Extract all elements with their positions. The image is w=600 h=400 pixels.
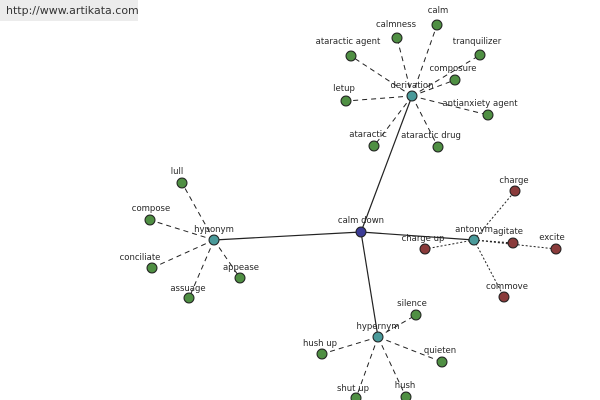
relation-label-hyponym: hyponym bbox=[194, 225, 234, 235]
term-node-quieten[interactable] bbox=[436, 356, 448, 368]
edge-hypernym-quieten bbox=[377, 336, 443, 363]
term-node-ataractic-drug[interactable] bbox=[432, 141, 444, 153]
term-label-compose: compose bbox=[132, 204, 170, 214]
edge-antonym-charge-up bbox=[424, 239, 475, 250]
edge-hypernym-hush bbox=[377, 336, 407, 398]
term-node-letup[interactable] bbox=[340, 95, 352, 107]
edge-hypernym-silence bbox=[377, 314, 417, 338]
term-label-ataractic: ataractic bbox=[349, 130, 387, 140]
root-node[interactable] bbox=[355, 226, 367, 238]
term-node-ataractic[interactable] bbox=[368, 140, 380, 152]
term-label-quieten: quieten bbox=[424, 346, 456, 356]
term-label-charge-up: charge up bbox=[402, 234, 445, 244]
edge-derivation-tranquilizer bbox=[411, 54, 481, 97]
edge-derivation-ataractic-agent bbox=[350, 55, 413, 97]
edge-derivation-calm bbox=[411, 24, 438, 97]
edge-root-derivation bbox=[360, 95, 413, 233]
term-label-commove: commove bbox=[486, 282, 528, 292]
edge-hyponym-compose bbox=[149, 219, 215, 241]
edge-hypernym-hush-up bbox=[321, 336, 379, 355]
term-label-letup: letup bbox=[333, 84, 355, 94]
term-node-commove[interactable] bbox=[498, 291, 510, 303]
term-label-composure: composure bbox=[429, 64, 476, 74]
term-node-charge-up[interactable] bbox=[419, 243, 431, 255]
term-label-charge: charge bbox=[499, 176, 528, 186]
term-node-conciliate[interactable] bbox=[146, 262, 158, 274]
relation-node-derivation[interactable] bbox=[406, 90, 418, 102]
relation-label-antonym: antonym bbox=[455, 225, 493, 235]
edge-derivation-ataractic-drug bbox=[411, 95, 439, 148]
relation-label-hypernym: hypernym bbox=[356, 322, 399, 332]
edge-antonym-charge bbox=[473, 190, 516, 241]
edge-derivation-antianxiety-agent bbox=[411, 95, 489, 116]
term-node-composure[interactable] bbox=[449, 74, 461, 86]
term-node-ataractic-agent[interactable] bbox=[345, 50, 357, 62]
term-label-antianxiety-agent: antianxiety agent bbox=[442, 99, 518, 109]
term-label-appease: appease bbox=[223, 263, 259, 273]
edge-hyponym-assuage bbox=[188, 239, 215, 299]
term-label-ataractic-agent: ataractic agent bbox=[316, 37, 381, 47]
term-node-silence[interactable] bbox=[410, 309, 422, 321]
term-node-appease[interactable] bbox=[234, 272, 246, 284]
edge-hyponym-appease bbox=[213, 239, 241, 279]
term-node-compose[interactable] bbox=[144, 214, 156, 226]
term-label-excite: excite bbox=[539, 233, 565, 243]
term-node-hush-up[interactable] bbox=[316, 348, 328, 360]
term-node-hush[interactable] bbox=[400, 391, 412, 400]
term-label-shut-up: shut up bbox=[337, 384, 369, 394]
term-node-assuage[interactable] bbox=[183, 292, 195, 304]
term-node-excite[interactable] bbox=[550, 243, 562, 255]
edge-root-hyponym bbox=[213, 231, 362, 241]
root-label: calm down bbox=[338, 216, 384, 226]
term-label-ataractic-drug: ataractic drug bbox=[401, 131, 461, 141]
term-label-calmness: calmness bbox=[376, 20, 417, 30]
relation-node-hyponym[interactable] bbox=[208, 234, 220, 246]
term-label-agitate: agitate bbox=[493, 227, 523, 237]
relation-node-hypernym[interactable] bbox=[372, 331, 384, 343]
term-node-lull[interactable] bbox=[176, 177, 188, 189]
term-node-agitate[interactable] bbox=[507, 237, 519, 249]
edge-antonym-commove bbox=[473, 239, 505, 298]
relation-node-antonym[interactable] bbox=[468, 234, 480, 246]
edge-hypernym-shut-up bbox=[355, 336, 379, 399]
relation-label-derivation: derivation bbox=[390, 81, 433, 91]
term-node-antianxiety-agent[interactable] bbox=[482, 109, 494, 121]
term-label-calm: calm bbox=[428, 6, 449, 16]
edge-derivation-composure bbox=[411, 79, 456, 97]
edge-root-hypernym bbox=[360, 231, 379, 338]
term-label-conciliate: conciliate bbox=[120, 253, 161, 263]
edge-root-antonym bbox=[360, 231, 475, 241]
term-label-lull: lull bbox=[171, 167, 183, 177]
term-label-hush: hush bbox=[395, 381, 416, 391]
term-label-silence: silence bbox=[397, 299, 427, 309]
graph-nodes bbox=[144, 19, 562, 400]
term-label-hush-up: hush up bbox=[303, 339, 337, 349]
edge-antonym-agitate bbox=[473, 239, 514, 244]
edge-hyponym-conciliate bbox=[151, 239, 215, 269]
term-node-calmness[interactable] bbox=[391, 32, 403, 44]
source-url-label: http://www.artikata.com bbox=[0, 0, 139, 21]
edge-derivation-letup bbox=[345, 95, 413, 102]
term-node-calm[interactable] bbox=[431, 19, 443, 31]
graph-edges bbox=[149, 24, 557, 399]
term-label-tranquilizer: tranquilizer bbox=[453, 37, 502, 47]
graph-labels: calm calmness ataractic agent tranquilizer c… bbox=[120, 6, 565, 394]
edge-derivation-ataractic bbox=[373, 95, 413, 147]
term-node-charge[interactable] bbox=[509, 185, 521, 197]
edge-derivation-calmness bbox=[396, 37, 413, 97]
term-label-assuage: assuage bbox=[170, 284, 205, 294]
term-node-tranquilizer[interactable] bbox=[474, 49, 486, 61]
term-node-shut-up[interactable] bbox=[350, 392, 362, 400]
edge-hyponym-lull bbox=[181, 182, 215, 241]
